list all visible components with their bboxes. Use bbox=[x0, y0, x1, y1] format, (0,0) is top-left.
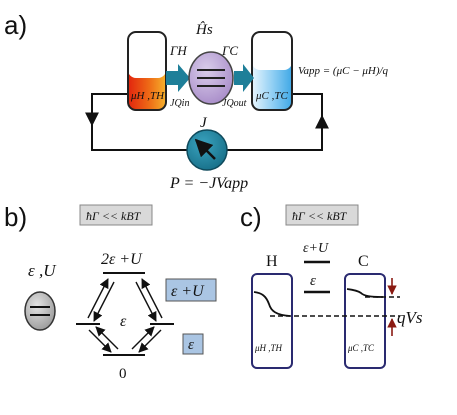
cold-reservoir-box: μC ,TC bbox=[344, 273, 386, 369]
dot-levels bbox=[304, 260, 330, 294]
state-top-label: 2ε +U bbox=[101, 251, 143, 268]
voltage-equation: Vapp = (μC − μH)/q bbox=[298, 65, 389, 77]
level-lower-label: ε bbox=[310, 273, 316, 289]
circuit-wire bbox=[85, 93, 329, 151]
current-out-label: JQout bbox=[222, 98, 247, 109]
panel-a-label: a) bbox=[4, 10, 27, 40]
energy-levels bbox=[76, 272, 174, 356]
ammeter-icon bbox=[186, 129, 228, 171]
cold-reservoir-label: μC ,TC bbox=[255, 90, 288, 102]
hot-letter: H bbox=[266, 253, 278, 270]
panel-b-label: b) bbox=[4, 202, 27, 232]
cold-box-label: μC ,TC bbox=[347, 343, 375, 353]
system-hamiltonian-label: Ĥs bbox=[195, 21, 213, 38]
regime-badge-c bbox=[285, 204, 359, 226]
regime-badge-b-text: ħΓ << kBT bbox=[86, 209, 142, 223]
heat-flow-arrows bbox=[166, 64, 254, 92]
rate-cold-label: ΓC bbox=[221, 43, 238, 58]
hot-reservoir-label: μH ,TH bbox=[130, 90, 165, 102]
cold-reservoir: μC ,TC bbox=[251, 31, 293, 111]
quantum-dot-icon bbox=[24, 291, 56, 331]
bias-label: qVs bbox=[397, 308, 423, 327]
level-upper-label: ε+U bbox=[303, 241, 329, 256]
hot-box-label: μH ,TH bbox=[254, 343, 283, 353]
level-box-lower bbox=[182, 333, 204, 355]
state-mid-label: ε bbox=[120, 313, 127, 330]
current-label: J bbox=[200, 115, 208, 131]
quantum-system bbox=[188, 51, 234, 105]
chemical-potential-lines bbox=[270, 296, 400, 317]
panel-c-label: c) bbox=[240, 202, 262, 232]
regime-badge-c-text: ħΓ << kBT bbox=[292, 209, 348, 223]
hot-reservoir-box: μH ,TH bbox=[251, 273, 293, 369]
regime-badge-b bbox=[79, 204, 153, 226]
current-in-label: JQin bbox=[170, 98, 189, 109]
rate-hot-label: ΓH bbox=[169, 43, 187, 58]
level-box-lower-text: ε bbox=[188, 337, 194, 353]
cold-letter: C bbox=[358, 253, 369, 270]
transition-arrows bbox=[87, 278, 163, 353]
hot-reservoir: μH ,TH bbox=[127, 31, 167, 111]
state-bottom-label: 0 bbox=[119, 366, 127, 382]
level-box-upper-text: ε +U bbox=[171, 283, 205, 300]
dot-parameters-label: ε ,U bbox=[28, 261, 57, 280]
power-equation: P = −JVapp bbox=[169, 175, 248, 192]
level-box-upper bbox=[165, 278, 217, 302]
